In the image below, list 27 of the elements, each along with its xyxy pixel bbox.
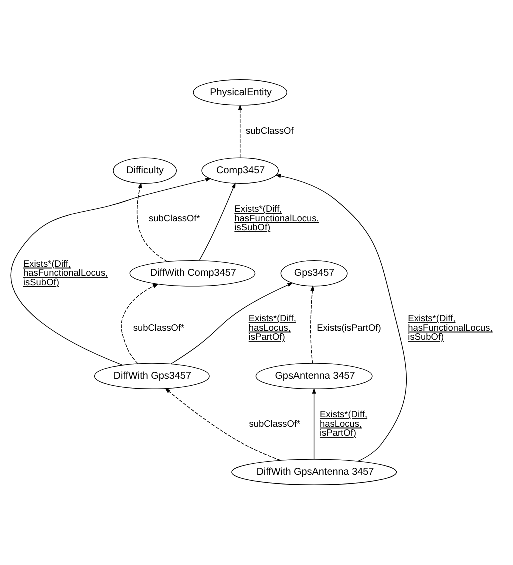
arrow	[170, 282, 294, 365]
node-ellipse: GpsAntenna 3457	[256, 363, 373, 390]
edge-label: subClassOf	[246, 126, 294, 136]
arrow	[121, 284, 159, 364]
node-ellipse: DiffWith Comp3457	[130, 260, 256, 287]
node-ellipse: DiffWith Gps3457	[94, 363, 210, 390]
node-ellipse: Difficulty	[113, 158, 177, 184]
edge-label: Exists(isPartOf)	[317, 322, 382, 333]
edge-label: Exists*(Diff, hasLocus, isPartOf)	[248, 314, 296, 342]
arrow	[10, 178, 212, 366]
arrow	[238, 104, 242, 158]
arrow	[165, 388, 282, 461]
edge-label: Exists*(Diff, hasLocus, isPartOf)	[320, 410, 368, 438]
edge-label: Exists*(Diff, hasFunctionalLocus, isSubOf)	[408, 314, 493, 342]
edge-label: subClassOf*	[249, 418, 301, 429]
edge-label: Exists*(Diff, hasFunctionalLocus, isSubOf)	[234, 204, 320, 233]
arrow	[275, 174, 408, 462]
arrow	[312, 388, 316, 460]
edge-label: subClassOf*	[148, 213, 200, 224]
edge-label: subClassOf*	[133, 322, 185, 333]
node-ellipse: DiffWith GpsAntenna 3457	[232, 459, 398, 486]
arrow	[136, 182, 168, 262]
edge-label: Exists*(Diff, hasFunctionalLocus, isSubOf)	[23, 258, 108, 288]
node-ellipse: Comp3457	[202, 158, 280, 184]
node-ellipse: PhysicalEntity	[193, 80, 288, 106]
arrow	[199, 182, 236, 261]
arrow	[310, 285, 315, 364]
